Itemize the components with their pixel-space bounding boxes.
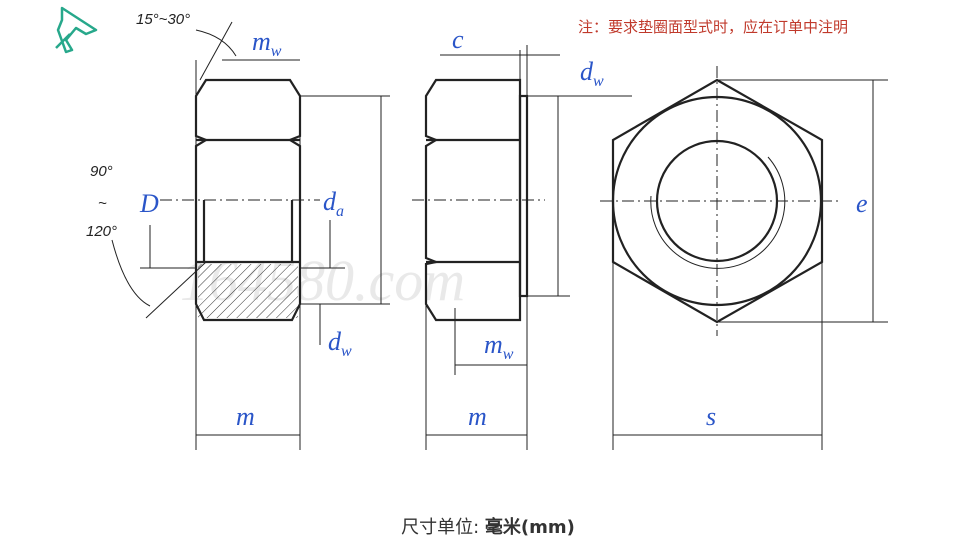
unit-caption: 尺寸单位: 毫米(mm) xyxy=(0,513,976,539)
countersink-angle-top: 90° xyxy=(90,163,113,180)
hatched-section xyxy=(198,264,298,318)
label-m-w-top: mw xyxy=(252,27,282,60)
label-m-left: m xyxy=(236,402,255,431)
dimensions-left xyxy=(111,21,390,450)
chamfer-angle-label: 15°~30° xyxy=(136,11,190,28)
label-d-a: da xyxy=(323,187,344,220)
label-D: D xyxy=(139,189,159,218)
label-c: c xyxy=(452,25,464,54)
label-d-w-right: dw xyxy=(580,57,604,90)
label-s: s xyxy=(706,402,716,431)
pushpin-icon[interactable] xyxy=(55,6,98,54)
countersink-angle-mid: ~ xyxy=(98,195,107,212)
thread-arc xyxy=(650,156,786,269)
countersink-angle-bottom: 120° xyxy=(86,223,117,240)
label-m-mid: m xyxy=(468,402,487,431)
label-m-w-mid: mw xyxy=(484,330,514,363)
label-d-w-left: dw xyxy=(328,327,352,360)
dimensions-mid xyxy=(425,45,632,450)
label-e: e xyxy=(856,189,868,218)
note-text: 注：要求垫圈面型式时，应在订单中注明 xyxy=(578,18,848,36)
dimensions-right xyxy=(600,66,888,450)
unit-caption-value: 毫米(mm) xyxy=(484,517,575,538)
unit-caption-prefix: 尺寸单位: xyxy=(401,517,485,538)
